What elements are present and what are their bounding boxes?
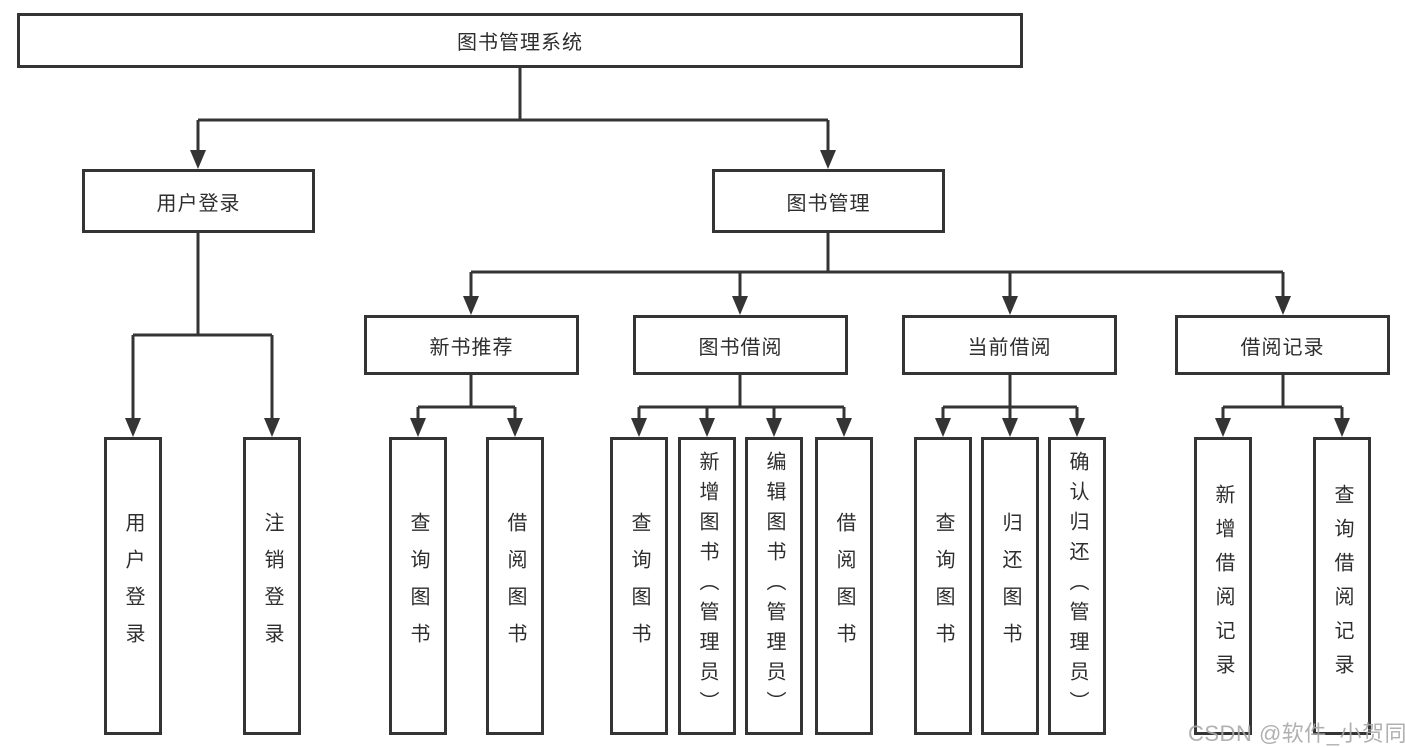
leaf-borrow-books-recommend: 借阅图书 — [486, 437, 544, 735]
leaf-edit-book-admin-label: 编辑图书（管理员） — [763, 451, 785, 721]
leaf-add-borrow-record-label: 新增借阅记录 — [1212, 484, 1234, 688]
node-borrowing-records: 借阅记录 — [1175, 315, 1390, 375]
leaf-logout-label: 注销登录 — [261, 512, 283, 660]
leaf-query-borrow-record: 查询借阅记录 — [1313, 437, 1371, 735]
leaf-return-books: 归还图书 — [981, 437, 1039, 735]
leaf-user-login: 用户登录 — [104, 437, 162, 735]
leaf-confirm-return-admin: 确认归还（管理员） — [1048, 437, 1106, 735]
node-user-login: 用户登录 — [82, 169, 315, 233]
leaf-confirm-return-admin-label: 确认归还（管理员） — [1066, 451, 1088, 721]
node-book-management-label: 图书管理 — [786, 192, 871, 215]
leaf-query-books-current-label: 查询图书 — [932, 512, 954, 660]
node-new-book-recommendation: 新书推荐 — [364, 315, 579, 375]
node-book-management: 图书管理 — [712, 169, 945, 233]
leaf-query-books-recommend: 查询图书 — [389, 437, 447, 735]
node-borrowing-records-label: 借阅记录 — [1240, 336, 1325, 359]
leaf-borrow-books-borrow-label: 借阅图书 — [833, 512, 855, 660]
node-new-book-recommendation-label: 新书推荐 — [429, 336, 514, 359]
node-library-system-label: 图书管理系统 — [457, 32, 583, 54]
leaf-add-borrow-record: 新增借阅记录 — [1194, 437, 1252, 735]
leaf-user-login-label: 用户登录 — [122, 512, 144, 660]
leaf-query-books-borrow: 查询图书 — [610, 437, 668, 735]
leaf-query-books-recommend-label: 查询图书 — [407, 512, 429, 660]
leaf-query-books-borrow-label: 查询图书 — [628, 512, 650, 660]
leaf-logout: 注销登录 — [243, 437, 301, 735]
leaf-query-books-current: 查询图书 — [914, 437, 972, 735]
node-book-borrowing: 图书借阅 — [633, 315, 848, 375]
node-user-login-label: 用户登录 — [156, 192, 241, 215]
leaf-add-book-admin-label: 新增图书（管理员） — [696, 451, 718, 721]
leaf-query-borrow-record-label: 查询借阅记录 — [1331, 484, 1353, 688]
leaf-borrow-books-borrow: 借阅图书 — [815, 437, 873, 735]
node-current-borrowing: 当前借阅 — [902, 315, 1117, 375]
leaf-add-book-admin: 新增图书（管理员） — [678, 437, 736, 735]
leaf-edit-book-admin: 编辑图书（管理员） — [745, 437, 803, 735]
node-book-borrowing-label: 图书借阅 — [698, 336, 783, 359]
leaf-borrow-books-recommend-label: 借阅图书 — [504, 512, 526, 660]
leaf-return-books-label: 归还图书 — [999, 512, 1021, 660]
node-library-system: 图书管理系统 — [17, 13, 1023, 68]
watermark-text: CSDN @软件_小贺同学 — [1188, 721, 1405, 746]
node-current-borrowing-label: 当前借阅 — [967, 336, 1052, 359]
